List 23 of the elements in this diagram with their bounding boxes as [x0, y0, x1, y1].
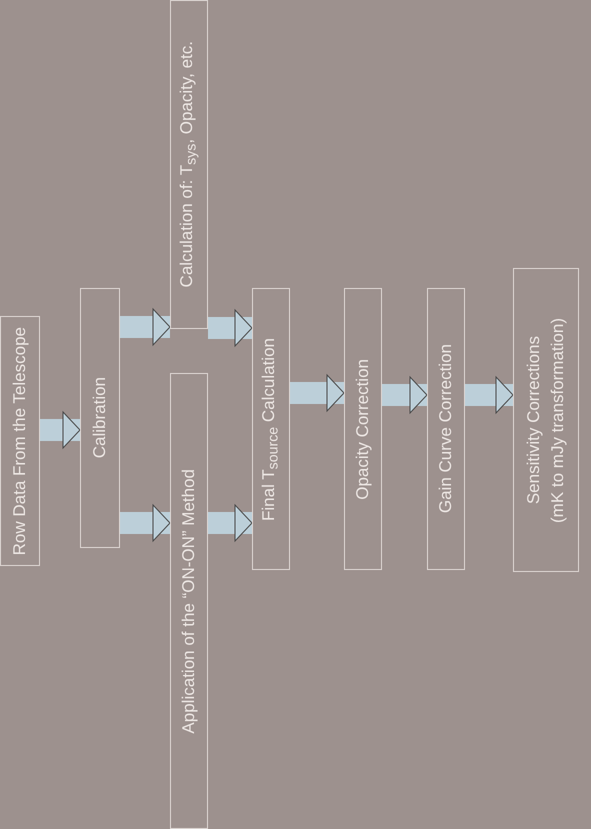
process-box	[427, 288, 465, 570]
block-arrow	[120, 308, 170, 346]
process-box	[252, 288, 290, 570]
block-arrow	[40, 412, 80, 448]
box-label: Application of the “ON-ON” Method	[178, 468, 199, 734]
box-label: Gain Curve Correction	[436, 344, 456, 514]
block-arrow	[120, 504, 170, 542]
process-box	[170, 373, 208, 829]
process-box	[80, 288, 120, 548]
block-arrow	[208, 310, 252, 346]
process-box	[0, 316, 40, 566]
box-label: Row Data From the Telescope	[10, 326, 30, 556]
process-box	[513, 268, 579, 572]
process-box	[170, 0, 208, 329]
block-arrow	[382, 376, 428, 414]
process-box	[344, 288, 382, 570]
box-label: Sensitivity Corrections	[524, 336, 544, 504]
box-label: (mK to mJy transformation)	[548, 318, 568, 522]
box-label: Calibration	[90, 377, 110, 459]
block-arrow	[208, 504, 252, 542]
block-arrow	[290, 374, 344, 412]
block-arrow	[465, 376, 514, 414]
box-label: Opacity Correction	[352, 358, 373, 500]
